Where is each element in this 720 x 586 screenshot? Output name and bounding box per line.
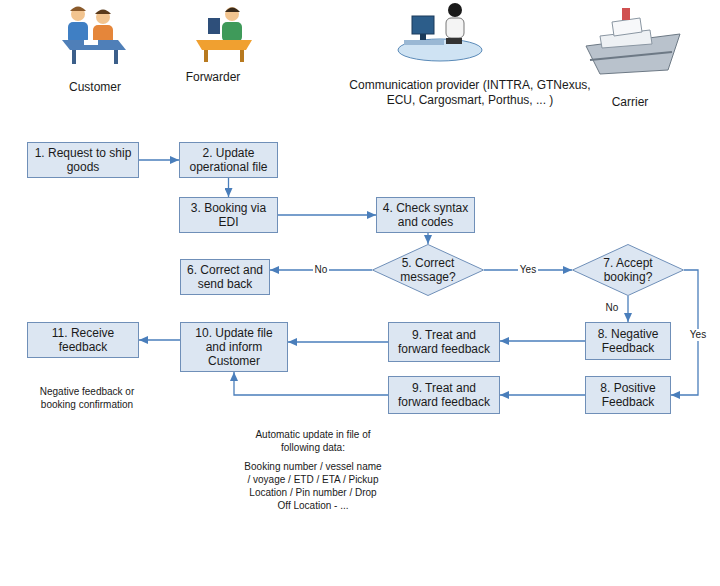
paper — [84, 40, 98, 45]
legs — [446, 38, 462, 44]
actor-label: Carrier — [580, 95, 680, 110]
bridge — [612, 18, 642, 36]
box-text: 11. Receive feedback — [32, 326, 134, 354]
desk — [196, 40, 252, 50]
hair — [95, 10, 111, 15]
hull-stripe — [590, 52, 672, 60]
table — [62, 40, 126, 50]
actor-label: Customer — [45, 80, 145, 95]
note-label: Booking number / vessel name / voyage / … — [243, 460, 383, 512]
flow-arrow — [627, 296, 628, 322]
funnel — [622, 8, 630, 20]
flow-arrow — [500, 340, 585, 341]
flow-arrow — [427, 233, 428, 244]
decision-diamond: 5. Correct message? — [372, 244, 484, 296]
note-label: Negative feedback or booking confirmatio… — [22, 385, 152, 411]
box-text: 6. Correct and send back — [185, 263, 265, 291]
edge-label: No — [604, 302, 621, 314]
process-box: 9. Treat and forward feedback — [388, 376, 500, 414]
decision-text: 5. Correct message? — [395, 256, 462, 284]
box-text: 4. Check syntax and codes — [381, 201, 470, 229]
body — [446, 18, 464, 38]
desk-leg — [204, 50, 208, 62]
process-box: 9. Treat and forward feedback — [388, 322, 500, 362]
flow-arrow — [139, 159, 179, 160]
diamond-shape — [373, 245, 484, 296]
process-box: 8. Positive Feedback — [585, 376, 671, 414]
process-box: 10. Update file and inform Customer — [180, 322, 288, 372]
forwarder-icon — [196, 7, 252, 62]
process-box: 6. Correct and send back — [180, 259, 270, 295]
flow-arrow — [228, 178, 229, 197]
note-label: Automatic update in file of following da… — [243, 428, 383, 454]
edge-label: Yes — [688, 329, 708, 341]
head — [225, 7, 239, 21]
flow-arrow — [234, 372, 388, 395]
flow-arrow — [278, 214, 376, 215]
hair — [70, 7, 86, 12]
table-leg — [72, 50, 76, 64]
desk-leg — [240, 50, 244, 62]
box-text: 9. Treat and forward feedback — [393, 381, 495, 409]
box-text: 1. Request to ship goods — [32, 146, 134, 174]
desk — [404, 40, 444, 45]
platform — [398, 39, 482, 61]
monitor-stand — [420, 34, 426, 40]
process-box: 8. Negative Feedback — [585, 322, 671, 360]
monitor — [208, 18, 220, 34]
head — [96, 10, 110, 24]
monitor — [412, 16, 434, 34]
process-box: 11. Receive feedback — [27, 322, 139, 358]
box-text: 8. Negative Feedback — [590, 327, 666, 355]
communication-provider-icon — [398, 3, 482, 61]
diamond-shape — [573, 245, 684, 296]
box-text: 10. Update file and inform Customer — [185, 326, 283, 368]
box-text: 8. Positive Feedback — [590, 381, 666, 409]
decision-diamond: 7. Accept booking? — [572, 244, 684, 296]
box-text: 9. Treat and forward feedback — [393, 328, 495, 356]
hair — [225, 8, 240, 13]
box-text: 2. Update operational file — [184, 146, 273, 174]
body — [222, 22, 242, 42]
flow-arrow — [139, 339, 180, 340]
process-box: 3. Booking via EDI — [179, 197, 278, 233]
box-text: 3. Booking via EDI — [184, 201, 273, 229]
customer-icon — [62, 7, 126, 65]
process-box: 4. Check syntax and codes — [376, 197, 475, 233]
actor-label: Communication provider (INTTRA, GTNexus,… — [345, 78, 595, 108]
process-box: 2. Update operational file — [179, 142, 278, 178]
carrier-ship-icon — [586, 8, 680, 74]
decision-text: 7. Accept booking? — [595, 256, 662, 284]
edge-label: Yes — [518, 264, 538, 276]
table-leg — [114, 50, 118, 64]
actor-label: Forwarder — [163, 70, 263, 85]
edge-label: No — [313, 264, 330, 276]
head — [448, 3, 462, 17]
head — [71, 7, 85, 21]
process-box: 1. Request to ship goods — [27, 142, 139, 178]
flow-arrow — [500, 394, 585, 395]
flow-arrow — [288, 341, 388, 342]
